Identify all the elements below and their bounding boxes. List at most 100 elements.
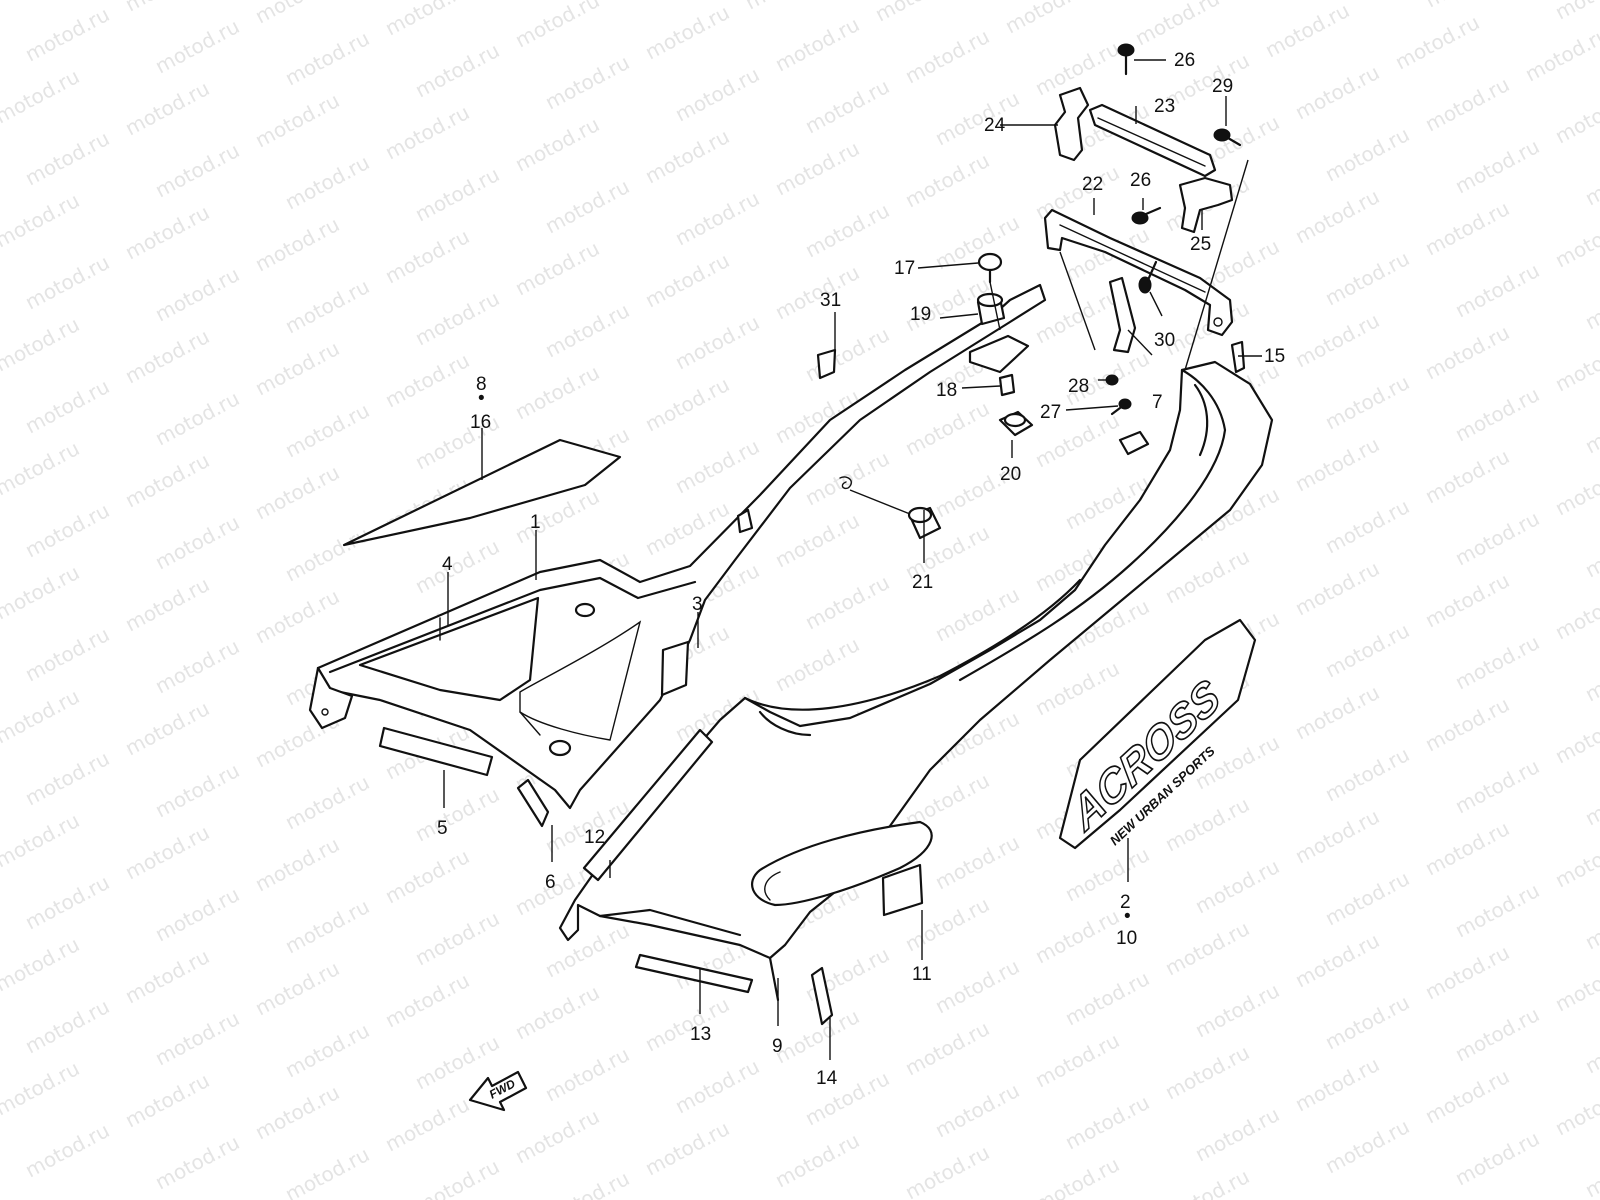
- screw-26-mid: [1131, 206, 1162, 225]
- watermark-text: motod.ru: [1291, 1052, 1383, 1116]
- watermark-text: motod.ru: [1551, 580, 1600, 644]
- watermark-text: motod.ru: [1291, 432, 1383, 496]
- watermark-text: motod.ru: [1321, 742, 1413, 806]
- grab-rail-22: [1043, 208, 1234, 337]
- callout-16: 16: [470, 412, 491, 433]
- stripe-decal-8-16: [342, 438, 622, 547]
- side-cover-edge-9: [768, 956, 780, 1002]
- watermark-text: motod.ru: [1581, 642, 1600, 706]
- nut-20: [998, 410, 1034, 437]
- watermark-text: motod.ru: [771, 632, 863, 696]
- watermark-text: motod.ru: [281, 26, 373, 90]
- watermark-text: motod.ru: [1551, 208, 1600, 272]
- watermark-text: motod.ru: [801, 322, 893, 386]
- watermark-text: motod.ru: [541, 298, 633, 362]
- watermark-text: motod.ru: [1031, 160, 1123, 224]
- callout-9: 9: [772, 1036, 783, 1057]
- watermark-text: motod.ru: [281, 894, 373, 958]
- watermark-text: motod.ru: [1521, 22, 1600, 86]
- watermark-text: motod.ru: [0, 64, 83, 128]
- watermark-text: motod.ru: [121, 76, 213, 140]
- watermark-text: motod.ru: [801, 198, 893, 262]
- watermark-text: motod.ru: [1451, 754, 1543, 818]
- reflector-13: [634, 953, 754, 994]
- watermark-text: motod.ru: [411, 38, 503, 102]
- leader-lines: [443, 59, 1262, 1060]
- watermark-text: motod.ru: [1031, 1152, 1123, 1200]
- callout-31: 31: [820, 290, 841, 311]
- watermark-text: motod.ru: [1131, 0, 1223, 50]
- watermark-text: motod.ru: [1031, 284, 1123, 348]
- watermark-text: motod.ru: [1551, 1076, 1600, 1140]
- watermark-text: motod.ru: [1291, 308, 1383, 372]
- callout-28: 28: [1068, 376, 1089, 397]
- watermark-text: motod.ru: [21, 870, 113, 934]
- watermark-text: motod.ru: [151, 510, 243, 574]
- watermark-text: motod.ru: [1581, 1138, 1600, 1200]
- clip-15: [1230, 340, 1246, 374]
- watermark-text: motod.ru: [1191, 1102, 1283, 1166]
- watermark-text: motod.ru: [1551, 332, 1600, 396]
- callout-24: 24: [984, 115, 1006, 136]
- watermark-text: motod.ru: [251, 584, 343, 648]
- callout-13: 13: [690, 1024, 711, 1045]
- watermark-text: motod.ru: [771, 1128, 863, 1192]
- watermark-text: motod.ru: [1161, 1164, 1253, 1200]
- watermark-text: motod.ru: [1161, 792, 1253, 856]
- watermark-text: motod.ru: [901, 1140, 993, 1200]
- watermark-text: motod.ru: [21, 622, 113, 686]
- watermark-text: motod.ru: [0, 808, 83, 872]
- watermark-text: motod.ru: [1581, 518, 1600, 582]
- watermark-text: motod.ru: [1421, 196, 1513, 260]
- watermark-text: motod.ru: [1421, 940, 1513, 1004]
- watermark-text: motod.ru: [1191, 978, 1283, 1042]
- bracket-7: [1108, 276, 1137, 354]
- watermark-text: motod.ru: [151, 882, 243, 946]
- watermark-text: motod.ru: [1001, 0, 1093, 38]
- decal-11: [881, 863, 924, 917]
- watermark-text: motod.ru: [1581, 394, 1600, 458]
- watermark-text: motod.ru: [1581, 270, 1600, 334]
- cushion-19: [976, 292, 1006, 326]
- decal-12: [582, 728, 714, 882]
- watermark-text: motod.ru: [801, 74, 893, 138]
- watermark-text: motod.ru: [1421, 444, 1513, 508]
- callout-5: 5: [437, 818, 448, 839]
- screw-27: [1110, 398, 1132, 416]
- watermark-text: motod.ru: [741, 0, 833, 14]
- watermark-text: motod.ru: [21, 2, 113, 66]
- watermark-text: motod.ru: [251, 956, 343, 1020]
- watermark-text: motod.ru: [641, 248, 733, 312]
- watermark-text: motod.ru: [1551, 704, 1600, 768]
- watermark-text: motod.ru: [21, 994, 113, 1058]
- watermark-text: motod.ru: [1061, 842, 1153, 906]
- watermark-text: motod.ru: [1551, 84, 1600, 148]
- callout-29: 29: [1212, 76, 1233, 97]
- watermark-text: motod.ru: [1321, 866, 1413, 930]
- watermark-text: motod.ru: [0, 684, 83, 748]
- watermark-text: motod.ru: [1291, 804, 1383, 868]
- left-side-cover: [308, 283, 1047, 810]
- watermark-text: motod.ru: [1451, 258, 1543, 322]
- watermark-text: motod.ru: [671, 434, 763, 498]
- watermark-text: motod.ru: [1161, 916, 1253, 980]
- callout-11: 11: [912, 964, 932, 985]
- watermark-text: motod.ru: [381, 100, 473, 164]
- watermark-text: motod.ru: [1421, 320, 1513, 384]
- callout-3: 3: [692, 594, 703, 615]
- watermark-text: motod.ru: [281, 150, 373, 214]
- watermark-text: motod.ru: [901, 396, 993, 460]
- watermark-text: motod.ru: [381, 348, 473, 412]
- watermark-text: motod.ru: [1261, 0, 1353, 62]
- watermark-text: motod.ru: [1031, 904, 1123, 968]
- watermark-text: motod.ru: [251, 832, 343, 896]
- watermark-text: motod.ru: [1451, 506, 1543, 570]
- watermark-text: motod.ru: [541, 918, 633, 982]
- watermark-text: motod.ru: [771, 136, 863, 200]
- callout-19: 19: [910, 304, 931, 325]
- watermark-text: motod.ru: [1321, 122, 1413, 186]
- watermark-text: motod.ru: [511, 236, 603, 300]
- bracket-25: [1178, 176, 1234, 234]
- watermark-text: motod.ru: [281, 398, 373, 462]
- plate: [968, 334, 1030, 374]
